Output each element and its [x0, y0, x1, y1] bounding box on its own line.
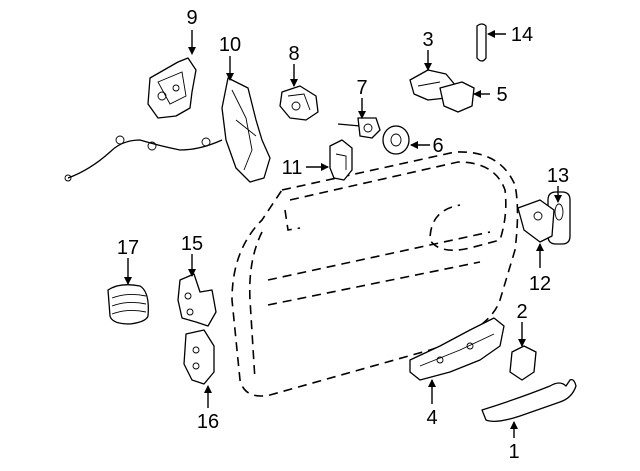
- part-2: [509, 345, 537, 381]
- part-5: [439, 81, 475, 113]
- callout-15: 15: [181, 233, 203, 255]
- part-13: [547, 191, 571, 245]
- callout-9: 9: [186, 7, 197, 29]
- part-11: [329, 139, 353, 181]
- callout-labels: 9 10 8 7 3 14 5 6 11 13 12 17 15 2 4 16 …: [117, 7, 569, 463]
- part-4: [409, 317, 505, 381]
- callout-13: 13: [547, 165, 569, 187]
- part-14: [476, 23, 487, 62]
- callout-3: 3: [422, 29, 433, 51]
- part-16: [183, 329, 215, 385]
- part-6: [382, 125, 410, 155]
- callout-10: 10: [219, 34, 241, 56]
- callout-6: 6: [432, 135, 443, 157]
- leader-arrows: [124, 30, 562, 438]
- callout-16: 16: [197, 411, 219, 433]
- callout-11: 11: [282, 157, 303, 179]
- callout-7: 7: [356, 77, 367, 99]
- callout-4: 4: [426, 407, 437, 429]
- part-17: [107, 284, 149, 325]
- part-9: [147, 57, 197, 119]
- callout-5: 5: [496, 84, 507, 106]
- part-1: [481, 378, 577, 422]
- callout-8: 8: [288, 43, 299, 65]
- part-10: [64, 77, 271, 183]
- part-12: [517, 199, 555, 243]
- callout-12: 12: [529, 273, 551, 295]
- part-7: [337, 117, 381, 139]
- callout-2: 2: [516, 301, 527, 323]
- part-15: [177, 273, 217, 327]
- callout-1: 1: [508, 441, 519, 463]
- callout-14: 14: [511, 24, 533, 46]
- callout-17: 17: [117, 237, 139, 259]
- part-8: [279, 85, 319, 121]
